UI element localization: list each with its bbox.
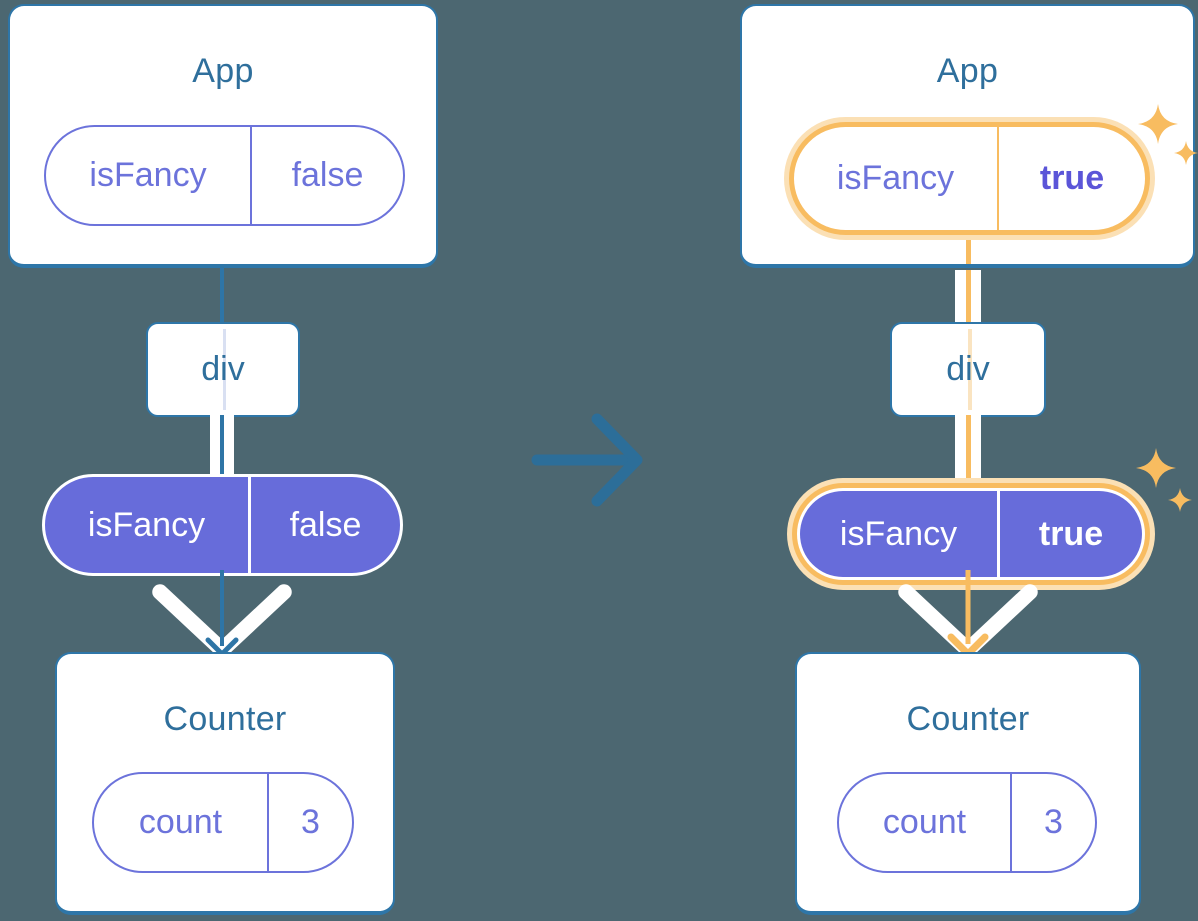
left-flow-line-div-pill: [220, 415, 224, 476]
prop-value: true: [1039, 159, 1105, 197]
prop-name: isFancy: [45, 477, 251, 573]
prop-value: false: [289, 505, 362, 544]
prop-name: isFancy: [794, 127, 999, 230]
left-app-prop-pill: isFancy false: [44, 125, 405, 226]
left-div-faded-line: [223, 329, 226, 410]
right-passed-prop-pill-highlight: isFancy true: [787, 478, 1155, 590]
left-counter-title: Counter: [163, 700, 287, 738]
right-app-card: App isFancy true: [740, 4, 1195, 268]
prop-value: true: [1038, 514, 1104, 553]
right-flow-stub: [966, 236, 971, 264]
left-flow-line-app-div: [220, 266, 224, 324]
state-value: 3: [301, 803, 320, 841]
transition-arrow-right-icon: [531, 413, 643, 507]
right-passed-prop-pill: isFancy true: [800, 491, 1142, 577]
right-counter-title: Counter: [906, 700, 1030, 738]
left-app-title: App: [192, 52, 254, 90]
left-app-card: App isFancy false: [8, 4, 438, 268]
right-div-faded-line: [968, 329, 972, 410]
right-app-prop-pill: isFancy true: [794, 127, 1145, 230]
left-div-label: div: [201, 350, 245, 388]
right-arrow-down-icon: [898, 570, 1038, 658]
highlight-ring: isFancy true: [789, 122, 1150, 235]
right-div-label: div: [946, 350, 990, 388]
prop-name: isFancy: [46, 127, 252, 224]
right-app-prop-pill-highlight: isFancy true: [784, 117, 1155, 240]
prop-name: isFancy: [800, 491, 1000, 577]
right-flow-line-app-div: [966, 270, 971, 322]
prop-value: false: [291, 156, 364, 194]
right-flow-line-div-pill: [966, 415, 971, 478]
white-ring: isFancy true: [797, 488, 1145, 580]
right-counter-card: Counter count 3: [795, 652, 1141, 915]
sparkle-icon: [1136, 448, 1192, 512]
left-counter-state-pill: count 3: [92, 772, 354, 873]
sparkle-icon: [1138, 104, 1198, 165]
left-div-node: div: [146, 322, 300, 417]
right-div-node: div: [890, 322, 1046, 417]
right-app-title: App: [936, 52, 999, 90]
state-name: count: [839, 774, 1012, 871]
left-counter-card: Counter count 3: [55, 652, 395, 915]
state-name: count: [94, 774, 269, 871]
right-counter-state-pill: count 3: [837, 772, 1097, 873]
left-arrow-down-icon: [152, 570, 292, 658]
highlight-ring: isFancy true: [792, 483, 1150, 585]
left-passed-prop-pill: isFancy false: [42, 474, 403, 576]
state-value: 3: [1044, 803, 1063, 841]
